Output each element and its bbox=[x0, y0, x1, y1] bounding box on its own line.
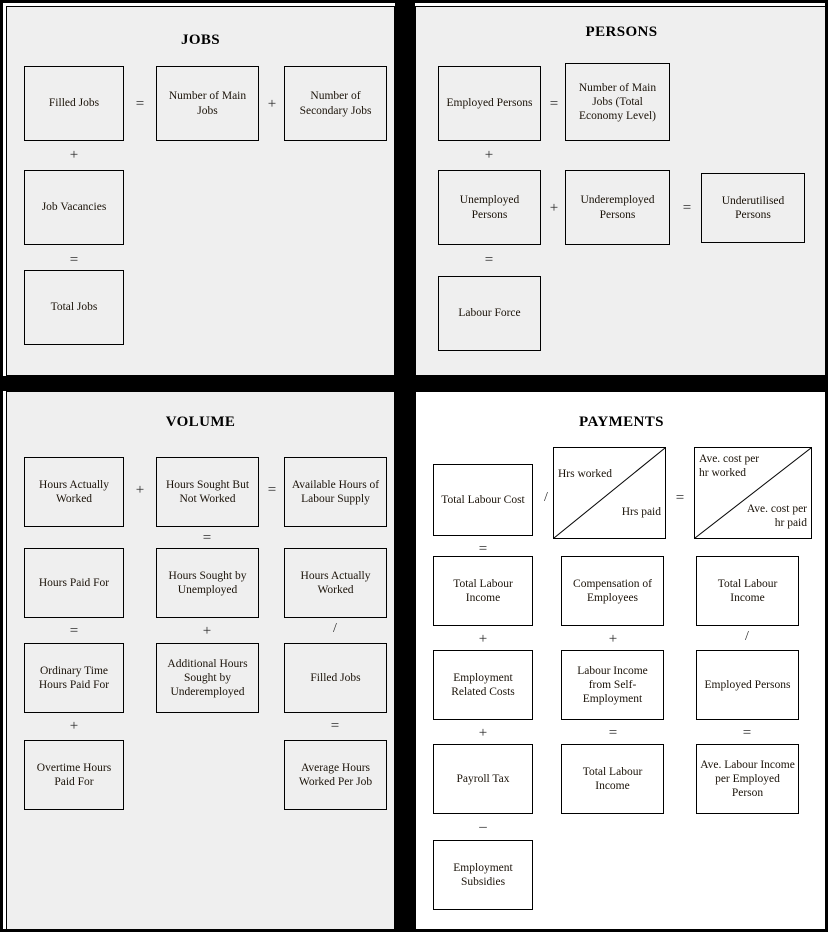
operator-plus-payments-col1-b: + bbox=[478, 631, 488, 647]
box-filled-jobs-volume[interactable]: Filled Jobs bbox=[284, 643, 387, 713]
box-employment-related-costs[interactable]: Employment Related Costs bbox=[433, 650, 533, 720]
split-label-hrs-paid: Hrs paid bbox=[621, 506, 661, 519]
operator-equals-payments-col3-c: = bbox=[742, 725, 752, 741]
split-label-ave-cost-hr-paid: Ave. cost per hr paid bbox=[746, 503, 807, 530]
box-additional-hours-sought-by-underemployed[interactable]: Additional Hours Sought by Underemployed bbox=[156, 643, 259, 713]
operator-equals-payments-col2-c: = bbox=[608, 725, 618, 741]
box-average-hours-worked-per-job[interactable]: Average Hours Worked Per Job bbox=[284, 740, 387, 810]
box-underutilised-persons[interactable]: Underutilised Persons bbox=[701, 173, 805, 243]
box-compensation-of-employees[interactable]: Compensation of Employees bbox=[561, 556, 664, 626]
box-filled-jobs[interactable]: Filled Jobs bbox=[24, 66, 124, 141]
box-total-labour-cost[interactable]: Total Labour Cost bbox=[433, 464, 533, 536]
box-hours-paid-for[interactable]: Hours Paid For bbox=[24, 548, 124, 618]
box-number-of-main-jobs-total-economy[interactable]: Number of Main Jobs (Total Economy Level… bbox=[565, 63, 670, 141]
box-unemployed-persons[interactable]: Unemployed Persons bbox=[438, 170, 541, 245]
box-total-labour-income-col1[interactable]: Total Labour Income bbox=[433, 556, 533, 626]
operator-plus-jobs-2: + bbox=[69, 147, 79, 163]
box-underemployed-persons[interactable]: Underemployed Persons bbox=[565, 170, 670, 245]
box-labour-force[interactable]: Labour Force bbox=[438, 276, 541, 351]
operator-equals-volume-col3-b: = bbox=[330, 718, 340, 734]
box-ave-labour-income-per-employed-person[interactable]: Ave. Labour Income per Employed Person bbox=[696, 744, 799, 814]
diagonal-line-icon bbox=[554, 448, 665, 538]
box-employed-persons-payments[interactable]: Employed Persons bbox=[696, 650, 799, 720]
quadrant-title-persons: PERSONS bbox=[585, 24, 658, 40]
operator-equals-persons-3: = bbox=[484, 252, 494, 268]
box-total-labour-income-col3[interactable]: Total Labour Income bbox=[696, 556, 799, 626]
horizontal-divider bbox=[3, 376, 825, 391]
split-box-ave-cost[interactable]: Ave. cost per hr worked Ave. cost per hr… bbox=[694, 447, 812, 539]
box-total-jobs[interactable]: Total Jobs bbox=[24, 270, 124, 345]
operator-equals-payments-1: = bbox=[675, 490, 685, 506]
operator-slash-payments-1: / bbox=[544, 490, 548, 505]
operator-equals-volume-row1: = bbox=[267, 482, 277, 498]
quadrant-payments: PAYMENTS Total Labour Cost / Hrs worked … bbox=[415, 391, 825, 929]
quadrant-title-payments: PAYMENTS bbox=[579, 414, 664, 430]
operator-slash-volume-col3-a: / bbox=[333, 621, 337, 636]
box-hours-sought-but-not-worked[interactable]: Hours Sought But Not Worked bbox=[156, 457, 259, 527]
box-overtime-hours-paid-for[interactable]: Overtime Hours Paid For bbox=[24, 740, 124, 810]
box-hours-sought-by-unemployed[interactable]: Hours Sought by Unemployed bbox=[156, 548, 259, 618]
operator-equals-persons-2: = bbox=[682, 200, 692, 216]
split-label-hrs-worked: Hrs worked bbox=[558, 467, 612, 480]
operator-equals-jobs-2: = bbox=[69, 252, 79, 268]
box-labour-income-from-self-employment[interactable]: Labour Income from Self-Employment bbox=[561, 650, 664, 720]
box-payroll-tax[interactable]: Payroll Tax bbox=[433, 744, 533, 814]
box-hours-actually-worked-2[interactable]: Hours Actually Worked bbox=[284, 548, 387, 618]
box-available-hours-of-labour-supply[interactable]: Available Hours of Labour Supply bbox=[284, 457, 387, 527]
box-number-of-secondary-jobs[interactable]: Number of Secondary Jobs bbox=[284, 66, 387, 141]
operator-equals-persons-1: = bbox=[549, 96, 559, 112]
box-employed-persons[interactable]: Employed Persons bbox=[438, 66, 541, 141]
operator-plus-persons-1: + bbox=[484, 147, 494, 163]
box-job-vacancies[interactable]: Job Vacancies bbox=[24, 170, 124, 245]
operator-equals-payments-col1-a: = bbox=[478, 541, 488, 557]
box-total-labour-income-col2[interactable]: Total Labour Income bbox=[561, 744, 664, 814]
operator-plus-volume-col1-b: + bbox=[69, 718, 79, 734]
vertical-divider bbox=[395, 3, 415, 929]
operator-equals-volume-col1-a: = bbox=[69, 623, 79, 639]
box-hours-actually-worked[interactable]: Hours Actually Worked bbox=[24, 457, 124, 527]
operator-slash-payments-col3-b: / bbox=[745, 629, 749, 644]
quadrant-jobs: JOBS Filled Jobs = Number of Main Jobs +… bbox=[6, 6, 395, 376]
operator-plus-payments-col2-b: + bbox=[608, 631, 618, 647]
operator-plus-volume-row1: + bbox=[135, 482, 145, 498]
box-ordinary-time-hours-paid-for[interactable]: Ordinary Time Hours Paid For bbox=[24, 643, 124, 713]
operator-equals-volume-col2-a: = bbox=[202, 530, 212, 546]
split-label-ave-cost-hr-worked: Ave. cost per hr worked bbox=[699, 453, 760, 480]
quadrant-title-jobs: JOBS bbox=[180, 32, 221, 48]
operator-plus-payments-col1-c: + bbox=[478, 725, 488, 741]
operator-equals-jobs-1: = bbox=[135, 96, 145, 112]
operator-plus-jobs-1: + bbox=[267, 96, 277, 112]
box-number-of-main-jobs[interactable]: Number of Main Jobs bbox=[156, 66, 259, 141]
quadrant-persons: PERSONS Employed Persons = Number of Mai… bbox=[415, 6, 825, 376]
operator-minus-payments-col1-d: – bbox=[479, 819, 487, 835]
quadrant-volume: VOLUME Hours Actually Worked + Hours Sou… bbox=[6, 391, 395, 929]
operator-plus-volume-col2-b: + bbox=[202, 623, 212, 639]
split-box-hours[interactable]: Hrs worked Hrs paid bbox=[553, 447, 666, 539]
quadrant-title-volume: VOLUME bbox=[165, 414, 236, 430]
box-employment-subsidies[interactable]: Employment Subsidies bbox=[433, 840, 533, 910]
operator-plus-persons-2: + bbox=[549, 200, 559, 216]
